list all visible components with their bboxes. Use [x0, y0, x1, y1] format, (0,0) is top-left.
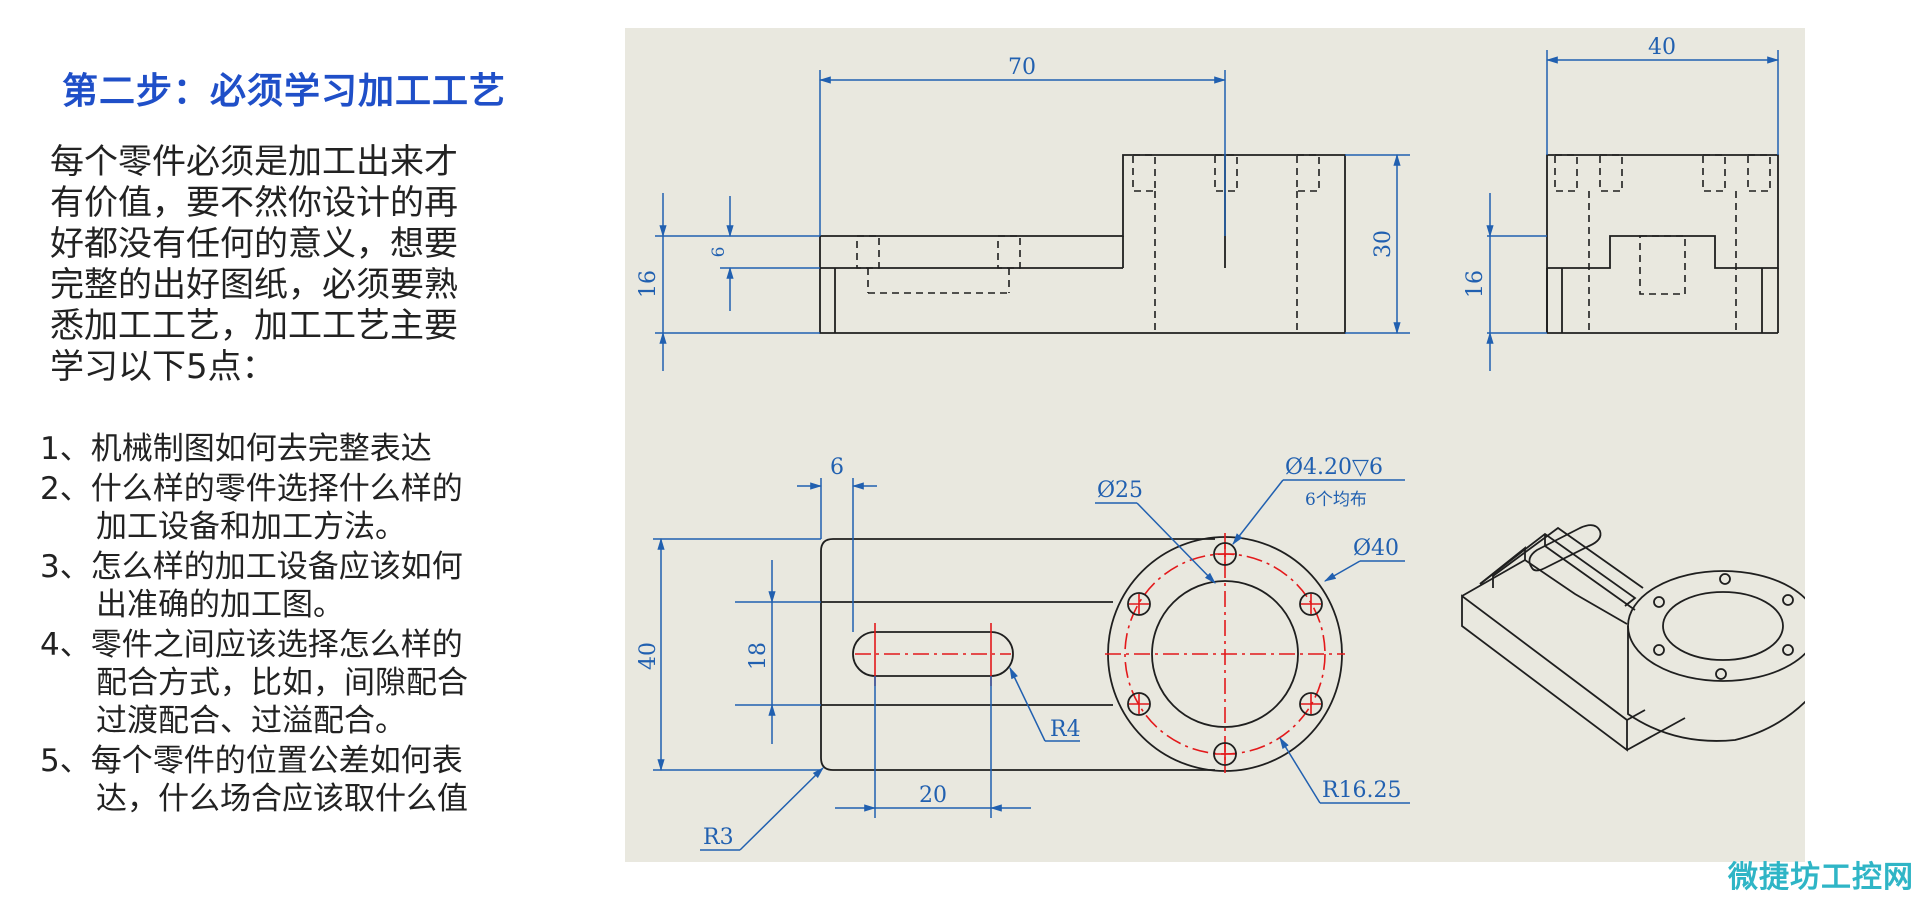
dim-6-label: 6: [709, 247, 729, 258]
drawing-svg: 70 30 16 6: [636, 35, 1805, 851]
isometric-view: [1461, 524, 1805, 752]
intro-paragraph: 每个零件必须是加工出来才 有价值，要不然你设计的再 好都没有任何的意义，想要 完…: [50, 142, 500, 388]
side-dim-40-label: 40: [1648, 35, 1676, 60]
point-text-cont: 过渡配合、过溢配合。: [96, 703, 406, 739]
r4-label: R4: [1050, 717, 1081, 742]
side-dim-16-label: 16: [1463, 270, 1488, 298]
point-text: 4、零件之间应该选择怎么样的: [40, 627, 463, 663]
point-text: 2、什么样的零件选择什么样的: [40, 471, 463, 507]
top-dim-18-label: 18: [746, 642, 771, 670]
intro-line: 有价值，要不然你设计的再: [50, 183, 458, 223]
watermark: 微捷坊工控网: [1728, 860, 1914, 895]
bolt-holes: [1127, 542, 1323, 766]
point-text-cont: 出准确的加工图。: [96, 587, 344, 623]
intro-line: 每个零件必须是加工出来才: [50, 142, 458, 182]
point-text-cont: 配合方式，比如，间隙配合: [96, 665, 468, 701]
point-text: 3、怎么样的加工设备应该如何: [40, 549, 463, 585]
intro-line: 好都没有任何的意义，想要: [50, 224, 458, 264]
dim-16-label: 16: [636, 270, 661, 298]
page-title: 第二步：必须学习加工工艺: [62, 71, 507, 112]
dim-70-label: 70: [1008, 55, 1036, 80]
list-item: 4、零件之间应该选择怎么样的 配合方式，比如，间隙配合 过渡配合、过溢配合。: [40, 626, 520, 740]
top-view: 6 40 18 20 R4: [636, 455, 1410, 851]
intro-line: 完整的出好图纸，必须要熟: [50, 265, 458, 305]
top-dim-40-label: 40: [636, 642, 661, 670]
dim-30-label: 30: [1371, 230, 1396, 258]
engineering-drawing: 70 30 16 6: [625, 28, 1805, 862]
points-list: 1、机械制图如何去完整表达 2、什么样的零件选择什么样的 加工设备和加工方法。 …: [40, 430, 520, 820]
point-text-cont: 达，什么场合应该取什么值: [96, 781, 468, 817]
intro-line: 学习以下5点：: [50, 347, 276, 387]
r3-label: R3: [703, 825, 734, 850]
point-text: 1、机械制图如何去完整表达: [40, 431, 432, 467]
front-view: 70 30 16 6: [636, 55, 1410, 371]
hole-spec-label: Ø4.20▽6: [1285, 455, 1383, 480]
list-item: 3、怎么样的加工设备应该如何 出准确的加工图。: [40, 548, 520, 624]
dia40-label: Ø40: [1353, 536, 1399, 561]
point-text-cont: 加工设备和加工方法。: [96, 509, 406, 545]
point-text: 5、每个零件的位置公差如何表: [40, 743, 463, 779]
top-dim-6-label: 6: [830, 455, 844, 480]
hole-note-label: 6个均布: [1305, 490, 1367, 510]
list-item: 2、什么样的零件选择什么样的 加工设备和加工方法。: [40, 470, 520, 546]
intro-line: 悉加工工艺，加工工艺主要: [50, 306, 458, 346]
dia25-label: Ø25: [1097, 478, 1143, 503]
side-view: 40 16: [1463, 35, 1780, 371]
top-dim-20-label: 20: [919, 783, 947, 808]
list-item: 1、机械制图如何去完整表达: [40, 430, 520, 468]
list-item: 5、每个零件的位置公差如何表 达，什么场合应该取什么值: [40, 742, 520, 818]
r16-label: R16.25: [1322, 778, 1402, 803]
